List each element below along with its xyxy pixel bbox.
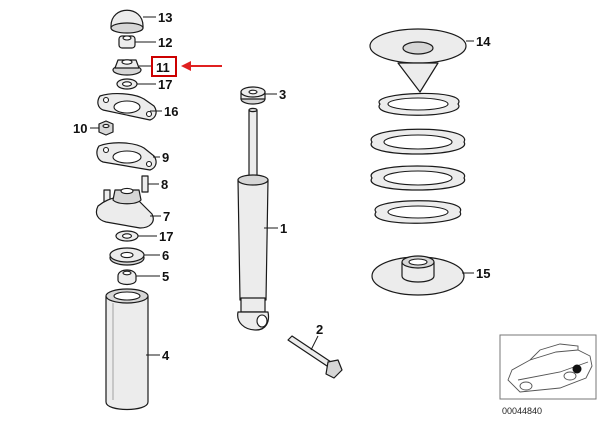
callout-13[interactable]: 13 bbox=[158, 10, 172, 25]
callout-16[interactable]: 16 bbox=[164, 104, 178, 119]
strut-bearing-part-7[interactable] bbox=[95, 187, 154, 229]
location-marker bbox=[572, 364, 582, 374]
gasket-part-16[interactable] bbox=[97, 93, 157, 121]
nut-part-10[interactable] bbox=[98, 120, 114, 136]
callout-1[interactable]: 1 bbox=[280, 221, 287, 236]
protective-tube-part-4[interactable] bbox=[105, 288, 149, 411]
upper-spring-seat-part-14[interactable] bbox=[369, 28, 467, 93]
callout-10[interactable]: 10 bbox=[73, 121, 87, 136]
bump-stop-part-5[interactable] bbox=[117, 269, 137, 286]
washer-part-17-upper[interactable] bbox=[116, 78, 138, 90]
spacer-part-6[interactable] bbox=[109, 247, 145, 266]
callout-17-lower[interactable]: 17 bbox=[159, 229, 173, 244]
callout-6[interactable]: 6 bbox=[162, 248, 169, 263]
callout-8[interactable]: 8 bbox=[161, 177, 168, 192]
vehicle-location-thumbnail: 00044840 bbox=[499, 334, 597, 416]
bushing-part-12[interactable] bbox=[118, 35, 136, 49]
callout-15[interactable]: 15 bbox=[476, 266, 490, 281]
callout-4[interactable]: 4 bbox=[162, 348, 170, 363]
callout-labels: 13 12 11 17 16 10 9 8 7 17 6 5 4 3 1 2 1… bbox=[73, 10, 491, 363]
arrow-head-icon bbox=[181, 61, 191, 71]
coil-spring[interactable] bbox=[370, 92, 465, 224]
callout-12[interactable]: 12 bbox=[158, 35, 172, 50]
highlight-box bbox=[151, 56, 177, 77]
bushing-part-3[interactable] bbox=[240, 86, 266, 105]
callout-2[interactable]: 2 bbox=[316, 322, 323, 337]
bolt-part-2[interactable] bbox=[287, 335, 343, 379]
callout-11[interactable]: 11 bbox=[156, 60, 170, 75]
car-outline-icon bbox=[507, 343, 593, 393]
callout-17-upper[interactable]: 17 bbox=[158, 77, 172, 92]
leader-lines bbox=[90, 16, 474, 356]
cap-part-13[interactable] bbox=[110, 9, 144, 34]
callout-5[interactable]: 5 bbox=[162, 269, 169, 284]
upper-mount-part-11[interactable] bbox=[112, 59, 142, 76]
callout-14[interactable]: 14 bbox=[476, 34, 491, 49]
washer-part-17-lower[interactable] bbox=[115, 230, 139, 242]
drawing-reference-number: 00044840 bbox=[502, 406, 542, 416]
lower-spring-seat-part-15[interactable] bbox=[371, 255, 465, 296]
plate-part-9[interactable] bbox=[96, 142, 157, 171]
callout-3[interactable]: 3 bbox=[279, 87, 286, 102]
callout-7[interactable]: 7 bbox=[163, 209, 170, 224]
highlight-part-11 bbox=[151, 56, 222, 77]
callout-9[interactable]: 9 bbox=[162, 150, 169, 165]
shock-absorber-part-1[interactable] bbox=[237, 107, 270, 331]
